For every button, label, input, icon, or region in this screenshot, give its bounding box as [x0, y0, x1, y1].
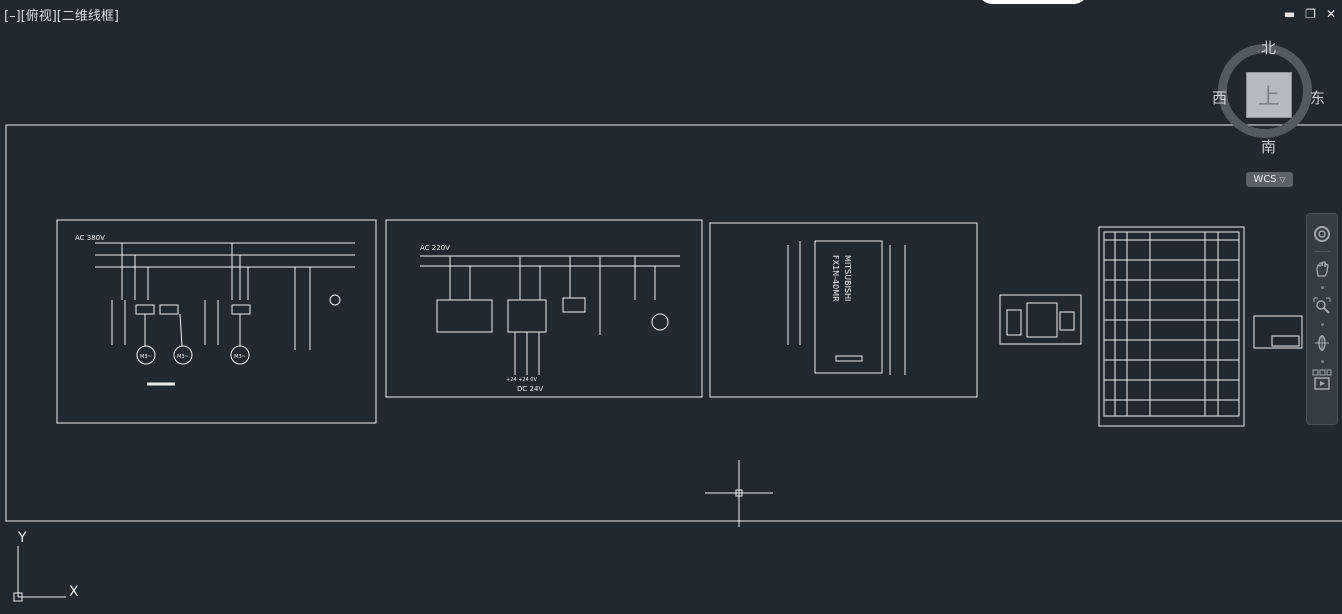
compass-east[interactable]: 东	[1310, 89, 1326, 107]
ucs-y-label: Y	[17, 530, 27, 546]
plc-block	[814, 240, 883, 374]
orbit-icon[interactable]	[1310, 331, 1334, 355]
plc-model-label: FX1N-40MR	[831, 255, 840, 302]
plc-brand-label: MITSUBISHI	[843, 255, 852, 301]
sheet-small[interactable]	[1253, 315, 1303, 349]
wcs-menu-button[interactable]: WCS ▽	[1246, 172, 1293, 187]
chevron-down-icon: ▽	[1279, 175, 1286, 184]
sheet1-voltage-label: AC 380V	[75, 234, 105, 242]
compass-west[interactable]: 西	[1212, 89, 1228, 107]
sheet-plc-io[interactable]	[709, 222, 978, 398]
viewcube-top-face[interactable]: 上	[1246, 72, 1292, 118]
minimize-button[interactable]: ▬	[1283, 7, 1296, 21]
restore-button[interactable]: ❐	[1305, 7, 1316, 21]
crosshair-cursor	[705, 460, 773, 527]
compass-south[interactable]: 南	[1261, 138, 1277, 156]
pan-icon[interactable]	[1310, 257, 1334, 281]
navigation-bar	[1306, 213, 1338, 425]
viewport-controls-label[interactable]: [–][俯视][二维线框]	[4, 9, 119, 24]
sheet-control-circuit[interactable]	[385, 219, 703, 398]
sheet-bom-table[interactable]	[1098, 226, 1245, 427]
compass-north[interactable]: 北	[1261, 39, 1277, 57]
sheet-power-circuit[interactable]	[56, 219, 377, 424]
sheet-panel-layout[interactable]	[999, 294, 1082, 345]
ucs-icon	[13, 546, 66, 602]
viewcube-compass-ring[interactable]	[1218, 44, 1312, 138]
nav-separator-dot	[1320, 286, 1324, 289]
steering-wheel-icon[interactable]	[1310, 222, 1334, 246]
nav-separator-dot	[1320, 360, 1324, 363]
nav-divider	[1314, 251, 1330, 252]
close-button[interactable]: ✕	[1325, 7, 1336, 21]
search-pill[interactable]	[978, 0, 1088, 4]
motor-1	[136, 345, 156, 365]
viewcube[interactable]: 上 北 南 西 东	[1205, 35, 1335, 160]
showmotion-icon[interactable]	[1310, 368, 1334, 392]
zoom-extents-icon[interactable]	[1310, 294, 1334, 318]
ucs-x-label: X	[69, 584, 79, 600]
viewport-window-controls: ▬ ❐ ✕	[1284, 7, 1336, 21]
wcs-label: WCS	[1253, 174, 1277, 185]
sheet1-motor-2-label: M3~	[177, 354, 189, 360]
sheet2-dc-label: DC 24V	[517, 385, 543, 393]
motor-2	[173, 345, 193, 365]
sheet2-dc-terminals: +24 +24 0V	[506, 377, 537, 383]
drawing-frame	[5, 124, 1342, 522]
sheet1-motor-1-label: M3~	[140, 354, 152, 360]
motor-3	[230, 345, 250, 365]
sheet1-motor-3-label: M3~	[234, 354, 246, 360]
nav-separator-dot	[1320, 323, 1324, 326]
sheet2-voltage-label: AC 220V	[420, 244, 450, 252]
